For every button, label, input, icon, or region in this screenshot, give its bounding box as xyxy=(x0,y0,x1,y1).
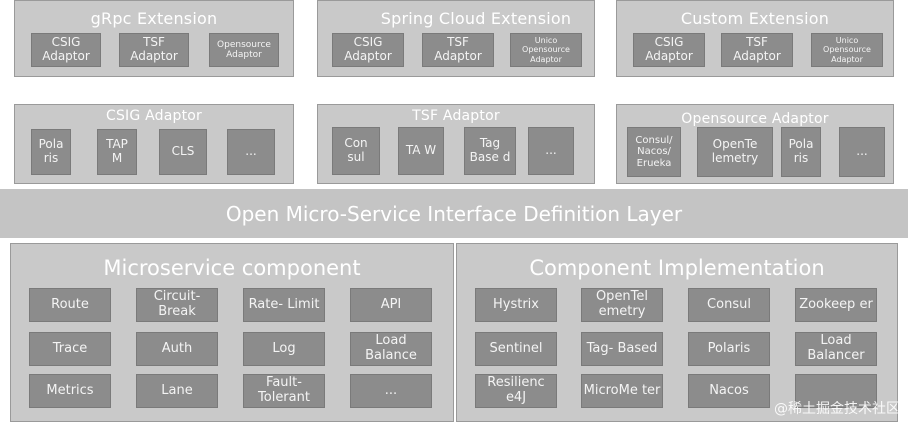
tag-based-box: Tag Base d xyxy=(464,127,516,175)
polaris-box: Pola ris xyxy=(781,127,821,177)
impl-sentinel: Sentinel xyxy=(475,332,557,366)
component-auth: Auth xyxy=(136,332,218,366)
component-implementation-panel: Component Implementation Hystrix OpenTel… xyxy=(456,243,898,422)
component-trace: Trace xyxy=(29,332,111,366)
csig-adaptor-panel: CSIG Adaptor Pola ris TAP M CLS ... xyxy=(14,104,294,184)
component-log: Log xyxy=(243,332,325,366)
polaris-box: Pola ris xyxy=(31,129,71,175)
unico-opensource-adaptor-box: Unico Opensource Adaptor xyxy=(811,33,883,67)
impl-load-balancer: Load Balancer xyxy=(795,332,877,366)
impl-zookeeper: Zookeep er xyxy=(795,288,877,322)
component-fault-tolerant: Fault- Tolerant xyxy=(243,374,325,408)
impl-hystrix: Hystrix xyxy=(475,288,557,322)
tsf-adaptor-box: TSF Adaptor xyxy=(721,33,793,67)
component-metrics: Metrics xyxy=(29,374,111,408)
impl-tag-based: Tag- Based xyxy=(581,332,663,366)
watermark: @稀土掘金技术社区 xyxy=(774,401,900,417)
tsf-adaptor-box: TSF Adaptor xyxy=(422,33,494,67)
panel-title: Custom Extension xyxy=(680,9,830,28)
tsf-adaptor-box: TSF Adaptor xyxy=(119,33,189,67)
panel-title: Microservice component xyxy=(103,256,361,280)
spring-cloud-extension-panel: Spring Cloud Extension CSIG Adaptor TSF … xyxy=(317,0,595,77)
more-box: ... xyxy=(528,127,574,175)
component-rate-limit: Rate- Limit xyxy=(243,288,325,322)
component-route: Route xyxy=(29,288,111,322)
panel-title: gRpc Extension xyxy=(90,9,218,28)
consul-nacos-erueka-box: Consul/ Nacos/ Erueka xyxy=(627,127,681,177)
impl-resilience4j: Resilienc e4J xyxy=(475,374,557,408)
impl-micrometer: MicroMe ter xyxy=(581,374,663,408)
microservice-component-panel: Microservice component Route Circuit- Br… xyxy=(10,243,454,422)
more-box: ... xyxy=(227,129,275,175)
impl-consul: Consul xyxy=(688,288,770,322)
impl-opentelemetry: OpenTel emetry xyxy=(581,288,663,322)
impl-polaris: Polaris xyxy=(688,332,770,366)
component-circuit-break: Circuit- Break xyxy=(136,288,218,322)
csig-adaptor-box: CSIG Adaptor xyxy=(633,33,705,67)
impl-nacos: Nacos xyxy=(688,374,770,408)
more-box: ... xyxy=(839,127,885,177)
csig-adaptor-box: CSIG Adaptor xyxy=(31,33,101,67)
cls-box: CLS xyxy=(159,129,207,175)
panel-title: Opensource Adaptor xyxy=(681,111,829,127)
consul-box: Con sul xyxy=(332,127,380,175)
component-lane: Lane xyxy=(136,374,218,408)
panel-title: CSIG Adaptor xyxy=(106,108,202,124)
grpc-extension-panel: gRpc Extension CSIG Adaptor TSF Adaptor … xyxy=(14,0,294,77)
opensource-adaptor-panel: Opensource Adaptor Consul/ Nacos/ Erueka… xyxy=(616,104,894,184)
tsf-adaptor-panel: TSF Adaptor Con sul TA W Tag Base d ... xyxy=(317,104,595,184)
opentelemetry-box: OpenTe lemetry xyxy=(697,127,773,177)
opensource-adaptor-box: Opensource Adaptor xyxy=(209,33,279,67)
panel-title: Component Implementation xyxy=(529,256,825,280)
impl-empty xyxy=(795,374,877,408)
component-load-balance: Load Balance xyxy=(350,332,432,366)
component-api: API xyxy=(350,288,432,322)
custom-extension-panel: Custom Extension CSIG Adaptor TSF Adapto… xyxy=(616,0,894,77)
interface-definition-layer: Open Micro-Service Interface Definition … xyxy=(0,189,908,238)
taw-box: TA W xyxy=(398,127,444,175)
panel-title: Spring Cloud Extension xyxy=(380,9,572,28)
csig-adaptor-box: CSIG Adaptor xyxy=(332,33,404,67)
panel-title: TSF Adaptor xyxy=(412,108,500,124)
tapm-box: TAP M xyxy=(97,129,137,175)
unico-opensource-adaptor-box: Unico Opensource Adaptor xyxy=(510,33,582,67)
component-more: ... xyxy=(350,374,432,408)
